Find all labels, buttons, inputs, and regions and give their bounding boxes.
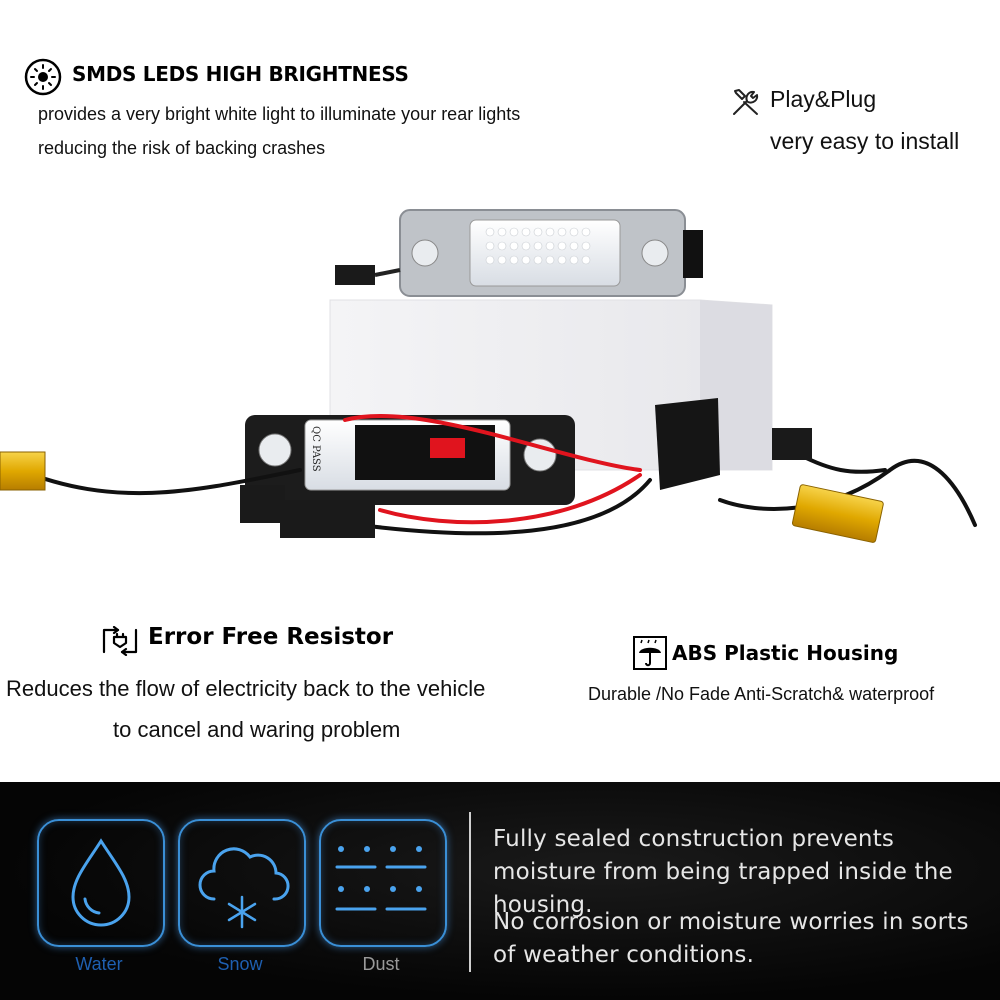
plug-swap-icon xyxy=(100,625,140,657)
dust-label: Dust xyxy=(362,954,400,974)
qc-pass-label: QC PASS xyxy=(310,426,321,472)
dust-card xyxy=(319,819,447,947)
play-plug-line-1: very easy to install xyxy=(770,128,960,154)
wrench-screwdriver-icon xyxy=(730,86,762,118)
resistor-title: Error Free Resistor xyxy=(148,624,394,650)
sealed-construction-text: Fully sealed construction prevents moist… xyxy=(493,826,953,918)
water-drop-icon xyxy=(59,835,143,931)
dust-icon xyxy=(335,843,431,923)
environment-panel: Water Snow xyxy=(0,782,1000,1000)
housing-title: ABS Plastic Housing xyxy=(672,641,899,665)
panel-divider xyxy=(469,812,471,972)
play-plug-title: Play&Plug xyxy=(770,86,877,112)
water-label: Water xyxy=(75,954,123,974)
resistor-line-2: to cancel and waring problem xyxy=(113,717,401,742)
water-card xyxy=(37,819,165,947)
feature-housing: ABS Plastic Housing Durable /No Fade Ant… xyxy=(585,634,990,714)
smds-line-1: provides a very bright white light to il… xyxy=(38,104,521,124)
led-license-plate-lights-photo xyxy=(0,209,977,543)
snow-cloud-icon xyxy=(192,839,292,931)
feature-smds: SMDS LEDS HIGH BRIGHTNESS provides a ver… xyxy=(24,56,624,166)
smds-line-2: reducing the risk of backing crashes xyxy=(38,138,326,158)
product-photo: QC PASS xyxy=(0,170,1000,600)
snow-card xyxy=(178,819,306,947)
umbrella-rain-icon xyxy=(633,636,667,670)
snow-label: Snow xyxy=(217,954,263,974)
feature-resistor: Error Free Resistor Reduces the flow of … xyxy=(0,620,560,750)
feature-play-plug: Play&Plug very easy to install xyxy=(728,84,988,164)
no-corrosion-text: No corrosion or moisture worries in sort… xyxy=(493,909,969,968)
sun-brightness-icon xyxy=(24,58,62,96)
smds-title: SMDS LEDS HIGH BRIGHTNESS xyxy=(72,62,409,86)
resistor-line-1: Reduces the flow of electricity back to … xyxy=(6,676,486,701)
housing-line-1: Durable /No Fade Anti-Scratch& waterproo… xyxy=(588,684,935,704)
